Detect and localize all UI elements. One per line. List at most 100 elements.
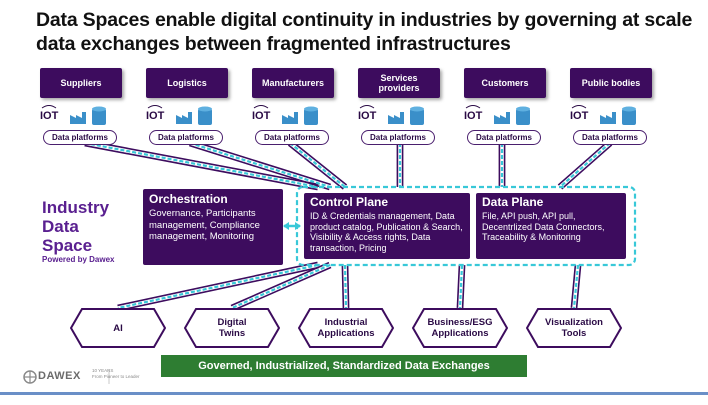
actor-label-line-2: providers <box>378 83 420 93</box>
powered-by-label: Powered by Dawex <box>42 255 115 264</box>
label-line: Twins <box>218 328 246 339</box>
control-plane-panel: Control Plane ID & Credentials managemen… <box>304 193 470 259</box>
iot-signal-icon: IOT <box>146 110 165 122</box>
factory-icon <box>176 112 192 124</box>
label-line: Digital <box>217 317 247 328</box>
actor-label-line-1: Services <box>380 73 418 83</box>
label-line: Business/ESG <box>427 317 493 328</box>
iot-signal-icon: IOT <box>358 110 377 122</box>
data-platforms-pill: Data platforms <box>255 130 329 145</box>
iot-icon-group: IOT <box>252 105 318 125</box>
connector-core <box>572 264 580 309</box>
connector-edge <box>346 264 350 308</box>
industry-data-space-label: Industry Data Space <box>42 198 109 255</box>
iot-icon-group: IOT <box>40 105 106 125</box>
connector-core <box>231 263 331 310</box>
actor-tile-services-providers: Services providers <box>358 68 440 98</box>
connector-edge <box>117 261 318 307</box>
connector-edge <box>118 266 319 312</box>
connector-edge <box>575 265 582 309</box>
label-line: Industrial <box>324 317 368 328</box>
connector-core <box>343 264 348 309</box>
label-line: Applications <box>431 328 489 339</box>
actor-label: Public bodies <box>581 78 641 88</box>
connector-core <box>458 264 464 309</box>
data-platforms-pill: Data platforms <box>361 130 435 145</box>
iot-icon-group: IOT <box>464 105 530 125</box>
orchestration-body: Governance, Participants management, Com… <box>149 208 260 242</box>
orchestration-heading: Orchestration <box>149 192 228 206</box>
data-plane-panel: Data Plane File, API push, API pull, Dec… <box>476 193 626 259</box>
label-line: Applications <box>317 328 375 339</box>
data-plane-heading: Data Plane <box>482 195 544 209</box>
connector-edge <box>84 144 318 191</box>
orchestration-panel: Orchestration Governance, Participants m… <box>143 189 283 265</box>
connector-core <box>559 142 611 188</box>
connector-edge <box>456 264 461 308</box>
iot-signal-icon: IOT <box>252 110 271 122</box>
application-octagon-industrial <box>298 308 394 348</box>
database-icon <box>92 106 106 125</box>
actor-tile-public-bodies: Public bodies <box>570 68 652 98</box>
data-platforms-pill: Data platforms <box>149 130 223 145</box>
logo-years: 10 YEARS <box>92 368 114 373</box>
iot-icon-group: IOT <box>146 105 212 125</box>
dawex-logo-tagline: 10 YEARS From Pioneer to Leader <box>92 368 140 379</box>
exchange-banner: Governed, Industrialized, Standardized D… <box>161 355 527 377</box>
connector-edge <box>557 140 609 186</box>
connector-edge <box>232 266 332 312</box>
connector-edge <box>190 139 332 186</box>
actor-tile-logistics: Logistics <box>146 68 228 98</box>
ids-line-2: Data <box>42 217 79 236</box>
actor-label: Logistics <box>167 78 207 88</box>
database-icon <box>410 106 424 125</box>
application-octagon-visualization <box>526 308 622 348</box>
factory-icon <box>600 112 616 124</box>
dawex-logo-icon <box>23 370 110 384</box>
connector-edge <box>341 265 345 309</box>
connector-edge <box>230 261 330 307</box>
database-icon <box>304 106 318 125</box>
application-octagon-digital-twins <box>184 308 280 348</box>
connector-edge <box>188 144 330 191</box>
connector-edge <box>291 140 348 186</box>
application-octagon-business-esg <box>412 308 508 348</box>
label-line: AI <box>113 322 123 334</box>
page-title: Data Spaces enable digital continuity in… <box>36 9 693 55</box>
actor-tile-customers: Customers <box>464 68 546 98</box>
actor-tile-manufacturers: Manufacturers <box>252 68 334 98</box>
label-line: Visualization <box>545 317 603 328</box>
factory-icon <box>282 112 298 124</box>
database-icon <box>622 106 636 125</box>
iot-signal-icon: IOT <box>40 110 59 122</box>
connector-edge <box>570 264 577 308</box>
ids-line-3: Space <box>42 236 93 255</box>
connector-core <box>189 141 331 189</box>
footer-rule <box>0 392 708 395</box>
connector-edge <box>287 144 344 190</box>
actor-label: Manufacturers <box>261 78 324 88</box>
data-platforms-pill: Data platforms <box>573 130 647 145</box>
iot-signal-icon: IOT <box>570 110 589 122</box>
factory-icon <box>388 112 404 124</box>
actor-label: Customers <box>481 78 529 88</box>
factory-icon <box>494 112 510 124</box>
data-platforms-pill: Data platforms <box>43 130 117 145</box>
factory-icon <box>70 112 86 124</box>
connector-edge <box>461 265 466 309</box>
application-octagon-ai <box>70 308 166 348</box>
connector-core <box>84 141 319 189</box>
connector-core <box>117 263 319 310</box>
data-platforms-pill: Data platforms <box>467 130 541 145</box>
database-icon <box>198 106 212 125</box>
logo-tagline: From Pioneer to Leader <box>92 373 140 379</box>
iot-icon-group: IOT <box>358 105 424 125</box>
actor-label: Suppliers <box>60 78 102 88</box>
ids-line-1: Industry <box>42 198 110 217</box>
connector-edge <box>561 144 613 190</box>
